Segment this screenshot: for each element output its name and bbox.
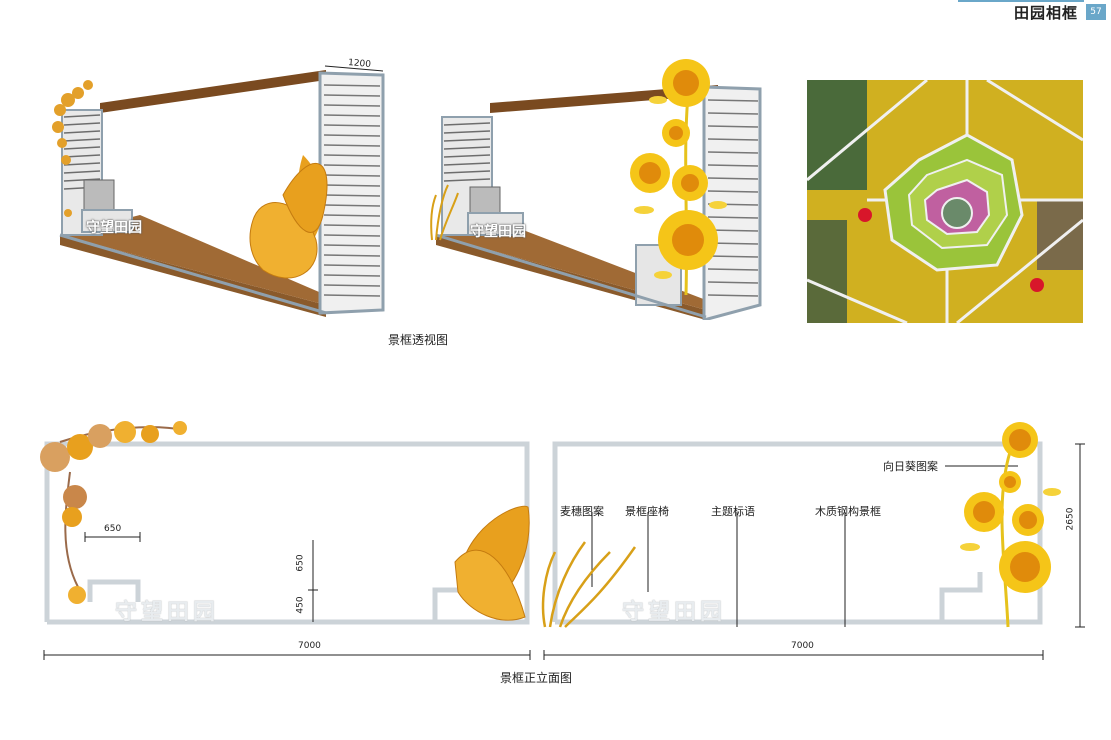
label-slogan: 主题标语 xyxy=(711,505,755,518)
right-slat-panel xyxy=(318,71,385,315)
dim-total-width: 7000 xyxy=(791,641,814,651)
label-wheat: 麦穗图案 xyxy=(560,505,604,518)
perspective-caption: 景框透视图 xyxy=(388,333,449,347)
perspective-view-leaf-frame: 1200 守望田园 xyxy=(48,55,393,320)
page-number: 57 xyxy=(1086,4,1106,20)
dim-total-height: 2650 xyxy=(1065,507,1076,531)
page-title: 田园相框 xyxy=(1014,4,1079,22)
dim-height-lower: 450 xyxy=(295,596,306,614)
elevation-left-frame: 650 650 450 7000 守望田园 xyxy=(30,412,535,662)
sunflower-motif xyxy=(960,422,1061,628)
dim-seat-width: 650 xyxy=(104,524,122,534)
label-sunflower: 向日葵图案 xyxy=(883,460,938,473)
dim-height-upper: 650 xyxy=(295,554,306,572)
dim-total-width: 7000 xyxy=(298,641,321,651)
elevation-right-frame: 麦穗图案 景框座椅 主题标语 木质钢构景框 向日葵图案 2650 7000 守望… xyxy=(540,412,1090,662)
wheat-motif xyxy=(430,184,459,241)
vine-motif xyxy=(40,421,187,604)
label-frame: 木质钢构景框 xyxy=(815,505,881,518)
elevation-slogan: 守望田园 xyxy=(115,600,220,625)
leaf-motif xyxy=(454,505,530,621)
leaf-motif xyxy=(249,155,328,279)
wheat-motif xyxy=(541,541,637,628)
aerial-site-image xyxy=(807,80,1083,323)
perspective-slogan: 守望田园 xyxy=(470,224,526,240)
sunflower-motif xyxy=(630,59,727,296)
dim-width-label: 1200 xyxy=(347,58,372,70)
elevation-slogan: 守望田园 xyxy=(622,600,727,625)
perspective-slogan: 守望田园 xyxy=(86,220,142,236)
header-rule xyxy=(958,0,1084,2)
label-seat: 景框座椅 xyxy=(625,505,669,518)
elevation-caption: 景框正立面图 xyxy=(500,671,573,685)
vine-motif xyxy=(52,80,93,217)
perspective-view-sunflower-frame: 守望田园 xyxy=(418,55,768,320)
